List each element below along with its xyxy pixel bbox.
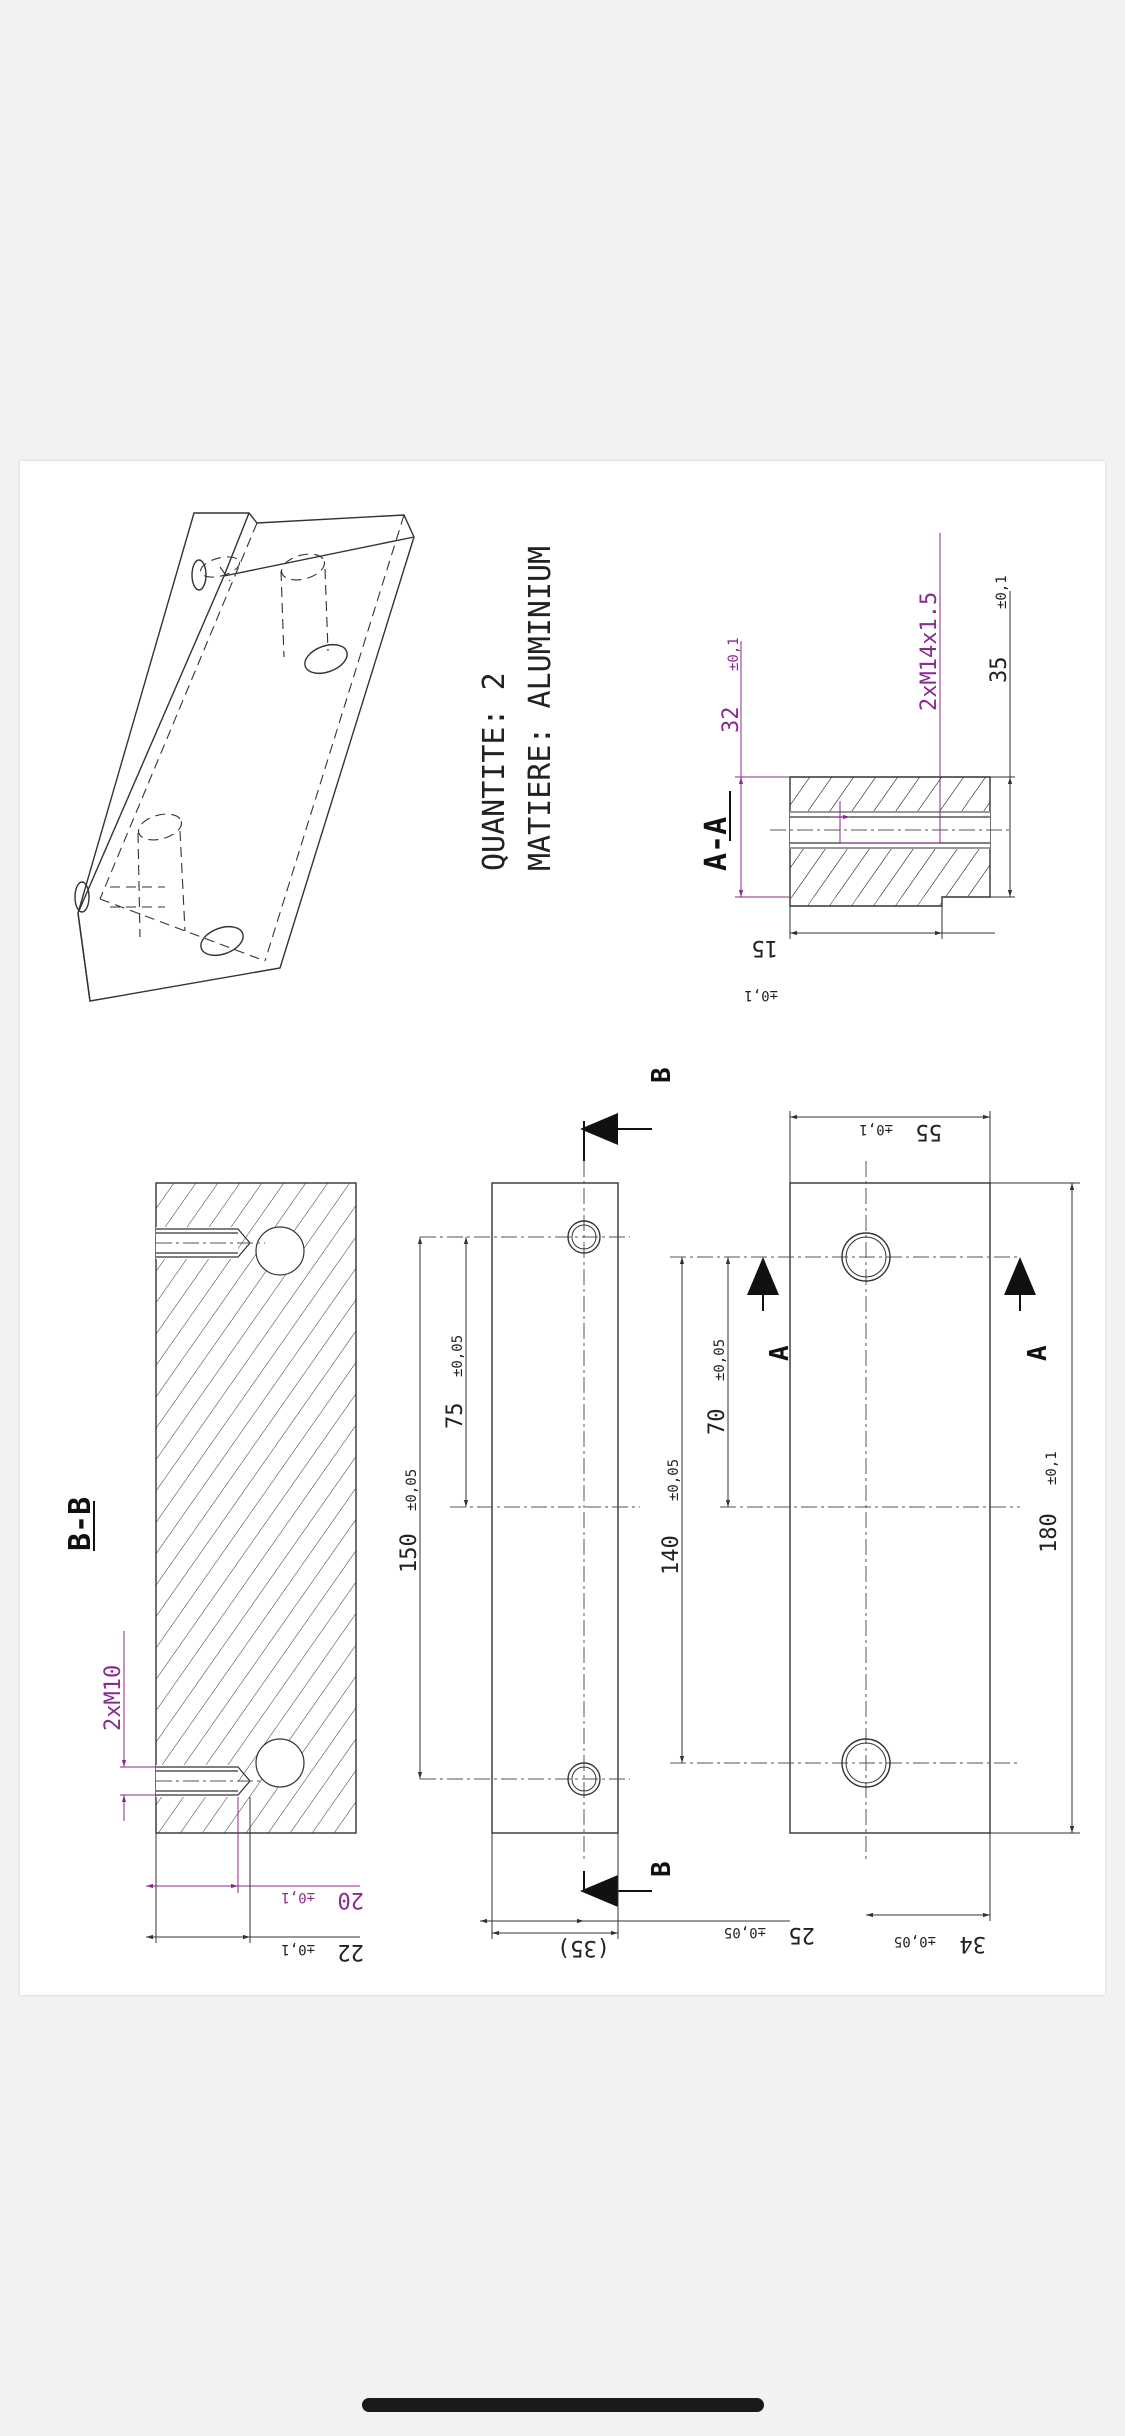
section-b-bottom: B	[647, 1861, 677, 1877]
dim-75: 75	[443, 1403, 468, 1430]
tol-35: ±0,1	[994, 575, 1010, 609]
dim-32: 32	[719, 707, 744, 734]
dim-34: 34	[960, 1931, 987, 1956]
tol-70: ±0,05	[712, 1339, 728, 1381]
thread-m10: 2xM10	[101, 1665, 126, 1731]
isometric-view	[74, 512, 415, 1002]
dim-20: 20	[338, 1887, 365, 1912]
tol-150: ±0,05	[404, 1469, 420, 1511]
tol-22: ±0,1	[281, 1941, 315, 1957]
section-a-left: A	[765, 1345, 795, 1361]
dim-25: 25	[789, 1922, 816, 1947]
dim-15: 15	[752, 935, 779, 960]
dim-35-ref: (35)	[557, 1935, 610, 1960]
tol-15: ±0,1	[744, 987, 778, 1003]
section-aa-label: A-A	[699, 817, 734, 871]
thread-m14: 2xM14x1.5	[917, 592, 942, 711]
section-bb-label: B-B	[63, 1497, 98, 1551]
dim-55: 55	[916, 1119, 943, 1144]
material-note: MATIERE: ALUMINIUM	[523, 546, 558, 871]
tol-180: ±0,1	[1044, 1451, 1060, 1485]
dim-35: 35	[987, 657, 1012, 684]
technical-drawing: QUANTITE: 2 MATIERE: ALUMINIUM A-A 32 ±0…	[63, 512, 1080, 1964]
dim-22: 22	[338, 1939, 365, 1964]
bottom-view: A A 140 ±0,05 70 ±0,05 180 ±0,1 55 ±0,1	[659, 1111, 1080, 1956]
quantity-note: QUANTITE: 2	[477, 672, 512, 871]
section-aa-view: A-A 32 ±0,1 2xM14x1.5	[699, 533, 1015, 1003]
section-b-top: B	[647, 1067, 677, 1083]
dim-70: 70	[705, 1409, 730, 1436]
dim-150: 150	[397, 1533, 422, 1573]
tol-34: ±0,05	[894, 1933, 936, 1949]
tol-75: ±0,05	[450, 1335, 466, 1377]
section-a-right: A	[1023, 1345, 1053, 1361]
dim-140: 140	[659, 1535, 684, 1575]
tol-20: ±0,1	[281, 1889, 315, 1905]
tol-140: ±0,05	[666, 1459, 682, 1501]
drawing-sheet: QUANTITE: 2 MATIERE: ALUMINIUM A-A 32 ±0…	[20, 461, 1105, 1995]
dim-180: 180	[1037, 1513, 1062, 1553]
tol-55: ±0,1	[859, 1121, 893, 1137]
tol-32: ±0,1	[726, 637, 742, 671]
section-bb-view: B-B 2xM10 20	[63, 1182, 365, 1964]
top-view: B B 150 ±0,05 75 ±0,05 (35) 25 ±0,05	[397, 1067, 815, 1960]
tol-25: ±0,05	[724, 1924, 766, 1940]
home-indicator[interactable]	[362, 2398, 764, 2412]
